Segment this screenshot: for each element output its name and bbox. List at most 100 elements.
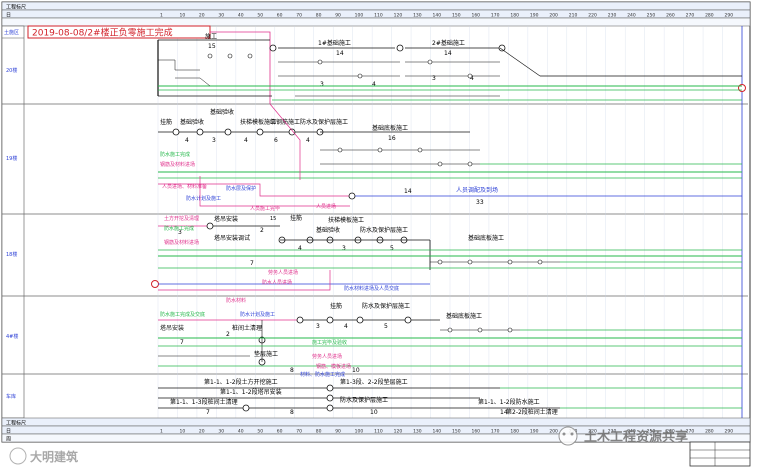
row18-task: 塔吊安装调试 <box>214 234 250 242</box>
row18-note: 防水施工完成 <box>164 225 194 232</box>
milestone-title: 2019-08-08/2#楼正负零施工完成 <box>27 25 211 39</box>
lane2-title: 2#基础施工 <box>432 39 465 47</box>
row18-note: 防水人员进场 <box>262 279 292 286</box>
garage-num: 14 <box>500 409 508 416</box>
watermark-left: 大明建筑 <box>9 447 78 465</box>
row19-note: 防水层及保护 <box>226 185 256 192</box>
row4-num: 5 <box>384 323 388 330</box>
row19-num: 4 <box>244 137 248 144</box>
row18-num: 7 <box>250 260 254 267</box>
tick-label: 190 <box>530 429 539 435</box>
row4-note: 钢筋、模板进场 <box>316 363 351 370</box>
tick-label: 80 <box>316 13 322 19</box>
row19-note: 防水计划及施工 <box>186 195 221 202</box>
row4-num: 10 <box>352 367 360 374</box>
tick-label: 180 <box>510 429 519 435</box>
node-num: 4 <box>372 81 376 88</box>
row19-num: 3 <box>212 137 216 144</box>
row19-num: 14 <box>404 188 412 195</box>
row18-num: 3 <box>178 229 182 236</box>
tick-label: 50 <box>257 429 263 435</box>
tick-label: 230 <box>608 13 617 19</box>
tick-label: 280 <box>705 429 714 435</box>
tick-label: 240 <box>627 13 636 19</box>
row4-note: 劳务人员进场 <box>312 353 342 360</box>
footer-label-day: 日 <box>6 429 11 435</box>
row19-task-1: 基础验收 <box>180 118 204 126</box>
tick-label: 150 <box>452 13 461 19</box>
footer-label-scale: 工程标尺 <box>6 420 26 427</box>
row-label-20: 20楼 <box>6 67 17 74</box>
row4-task: 挂筋 <box>330 302 342 310</box>
block-18: 土方开挖及清理 塔吊安装 挂筋 基础验收 扶梯模板施工 防水及保护层施工 基础底… <box>158 214 742 292</box>
garage-task: 第1-1、1-2段塔吊安装 <box>220 388 282 396</box>
row-label-4: 4#楼 <box>6 333 18 340</box>
tick-label: 270 <box>686 429 695 435</box>
row4-num: 3 <box>316 323 320 330</box>
tick-label: 100 <box>355 13 364 19</box>
tick-label: 70 <box>296 429 302 435</box>
row-label-19: 19楼 <box>6 155 17 162</box>
row19-task-0: 挂筋 <box>160 118 172 126</box>
tick-label: 90 <box>335 429 341 435</box>
lane-left-title: 施工 <box>205 33 217 41</box>
row4-note: 防水材料 <box>226 297 246 304</box>
tick-label: 40 <box>238 13 244 19</box>
tick-label: 260 <box>666 429 675 435</box>
watermark-right: 土木工程资源共享 <box>558 426 688 446</box>
tick-label: 210 <box>569 13 578 19</box>
tick-label: 290 <box>725 429 734 435</box>
row4-num: 7 <box>180 339 184 346</box>
watermark-left-text: 大明建筑 <box>30 449 78 464</box>
tick-label: 260 <box>666 13 675 19</box>
tick-label: 250 <box>647 13 656 19</box>
tick-label: 120 <box>394 429 403 435</box>
garage-num: 7 <box>206 409 210 416</box>
garage-num: 10 <box>370 409 378 416</box>
tick-label: 290 <box>725 13 734 19</box>
tick-label: 160 <box>471 429 480 435</box>
milestone-link <box>210 31 271 104</box>
tick-label: 200 <box>549 13 558 19</box>
garage-task: 第1-1、1-2段防水施工 <box>478 398 540 406</box>
row19-num: 4 <box>306 137 310 144</box>
row19-major: 基础底板施工 <box>372 124 408 132</box>
row-label-earthwork: 土施区 <box>4 29 19 36</box>
row19-rowtext: 人员调配及到场 <box>456 186 498 194</box>
tick-label: 10 <box>179 429 185 435</box>
garage-task: 防水及保护层施工 <box>340 396 388 404</box>
tick-label: 60 <box>277 13 283 19</box>
row18-note: 防水材料进场及人员交底 <box>344 285 399 292</box>
row19-major-num: 16 <box>388 135 396 142</box>
tick-label: 30 <box>218 429 224 435</box>
header-label-scale: 工程标尺 <box>6 4 26 11</box>
tick-label: 240 <box>627 429 636 435</box>
tick-label: 30 <box>218 13 224 19</box>
tick-label: 70 <box>296 13 302 19</box>
tick-label: 140 <box>433 429 442 435</box>
block-20: 施工 15 1#基础施工 14 2#基础施工 14 3 4 3 4 <box>157 33 742 101</box>
row19-task-5: 防水及保护层施工 <box>300 118 348 126</box>
tick-label: 230 <box>608 429 617 435</box>
tick-label: 140 <box>433 13 442 19</box>
row19-note: 钢筋及材料进场 <box>160 161 195 168</box>
garage-task: 第2-2段桩间土清理 <box>506 408 558 416</box>
row18-num: 3 <box>342 245 346 252</box>
tick-label: 20 <box>199 13 205 19</box>
tick-label: 100 <box>355 429 364 435</box>
tick-label: 90 <box>335 13 341 19</box>
diagram-frame <box>1 1 751 443</box>
tick-label: 200 <box>549 429 558 435</box>
node-num: 3 <box>432 75 436 82</box>
row18-task: 挂筋 <box>290 214 302 222</box>
block-garage: 第1-1、1-2段土方开挖施工 第1-3段、2-2段垫层施工 第1-1、1-2段… <box>158 378 742 416</box>
tick-label: 40 <box>238 429 244 435</box>
row18-task: 基础验收 <box>316 226 340 234</box>
tick-label: 170 <box>491 429 500 435</box>
row18-num: 5 <box>390 245 394 252</box>
tick-label: 220 <box>588 13 597 19</box>
row19-num: 33 <box>476 199 484 206</box>
watermark-right-text: 土木工程资源共享 <box>584 429 688 445</box>
